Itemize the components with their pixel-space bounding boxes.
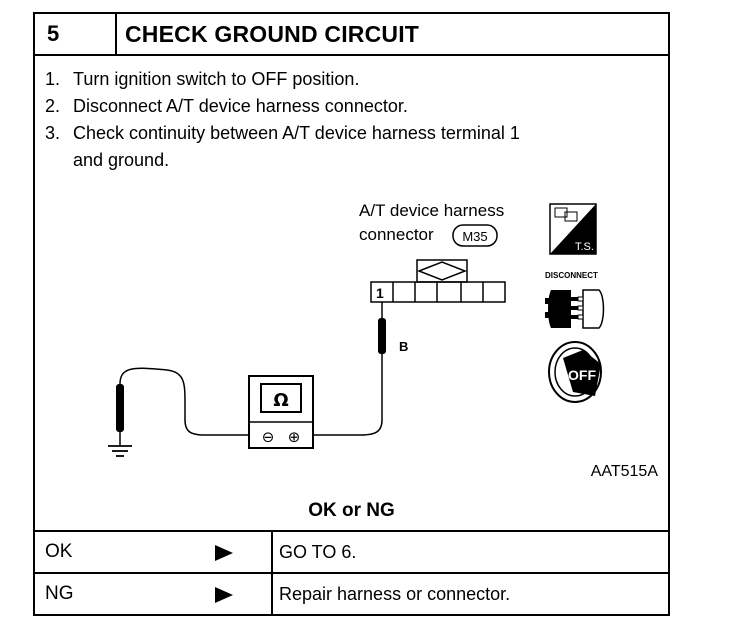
meter-minus-terminal: ⊖ bbox=[262, 428, 275, 446]
result-action: Repair harness or connector. bbox=[279, 584, 511, 604]
step-header: 5 CHECK GROUND CIRCUIT bbox=[35, 14, 668, 56]
instruction-text: Check continuity between A/T device harn… bbox=[73, 123, 520, 143]
terminal-number: 1 bbox=[376, 285, 384, 301]
table-row: NG Repair harness or connector. bbox=[35, 574, 668, 616]
instruction-item: 1. Turn ignition switch to OFF position. bbox=[45, 66, 520, 93]
connector-label-line1: A/T device harness bbox=[359, 201, 504, 220]
check-ground-circuit-card: 5 CHECK GROUND CIRCUIT 1. Turn ignition … bbox=[33, 12, 670, 616]
ground-lead-wire bbox=[119, 367, 261, 436]
connector-code: M35 bbox=[462, 229, 487, 244]
meter-plus-terminal: ⊕ bbox=[288, 428, 301, 446]
step-title: CHECK GROUND CIRCUIT bbox=[125, 21, 420, 47]
triangle-arrow-icon bbox=[215, 587, 233, 603]
instruction-number: 2. bbox=[45, 96, 61, 116]
instruction-text: Disconnect A/T device harness connector. bbox=[73, 96, 408, 116]
connector-label-line2: connector bbox=[359, 225, 434, 244]
table-row: OK GO TO 6. bbox=[35, 532, 668, 574]
connector-code-badge bbox=[452, 224, 498, 247]
instruction-number: 3. bbox=[45, 123, 61, 143]
instruction-text: and ground. bbox=[73, 150, 170, 170]
instruction-text: Turn ignition switch to OFF position. bbox=[73, 69, 360, 89]
column-divider bbox=[271, 532, 273, 572]
result-status: NG bbox=[45, 583, 74, 604]
figure-code: AAT515A bbox=[591, 463, 659, 480]
probe-connector-side bbox=[378, 302, 386, 354]
ohmmeter-icon bbox=[248, 375, 314, 449]
ignition-off-icon bbox=[548, 341, 602, 403]
instruction-item: and ground. bbox=[45, 147, 520, 174]
continuity-diagram: A/T device harness connector M35 1 B bbox=[108, 201, 659, 480]
connector-lead-wire bbox=[301, 354, 383, 436]
result-status: OK bbox=[45, 541, 73, 562]
off-label: OFF bbox=[568, 367, 596, 383]
probe-ground-side bbox=[116, 384, 124, 446]
result-action: GO TO 6. bbox=[279, 542, 357, 562]
ground-symbol-icon bbox=[108, 445, 132, 457]
instruction-number: 1. bbox=[45, 69, 61, 89]
result-heading: OK or NG bbox=[308, 500, 395, 521]
harness-connector-icon bbox=[370, 259, 506, 303]
instruction-item: 3. Check continuity between A/T device h… bbox=[45, 120, 520, 147]
triangle-arrow-icon bbox=[215, 545, 233, 561]
step-number: 5 bbox=[35, 14, 117, 54]
disconnect-icon bbox=[545, 289, 605, 329]
column-divider bbox=[271, 574, 273, 616]
instruction-item: 2. Disconnect A/T device harness connect… bbox=[45, 93, 520, 120]
disconnect-label: DISCONNECT bbox=[545, 271, 598, 280]
ohm-symbol: Ω bbox=[273, 390, 288, 411]
instruction-list: 1. Turn ignition switch to OFF position.… bbox=[45, 66, 520, 174]
result-table: OK GO TO 6. NG Repair harness or connect… bbox=[35, 530, 668, 616]
wire-color-label: B bbox=[399, 339, 408, 354]
ts-icon bbox=[549, 203, 597, 255]
ts-label: T.S. bbox=[575, 241, 594, 253]
